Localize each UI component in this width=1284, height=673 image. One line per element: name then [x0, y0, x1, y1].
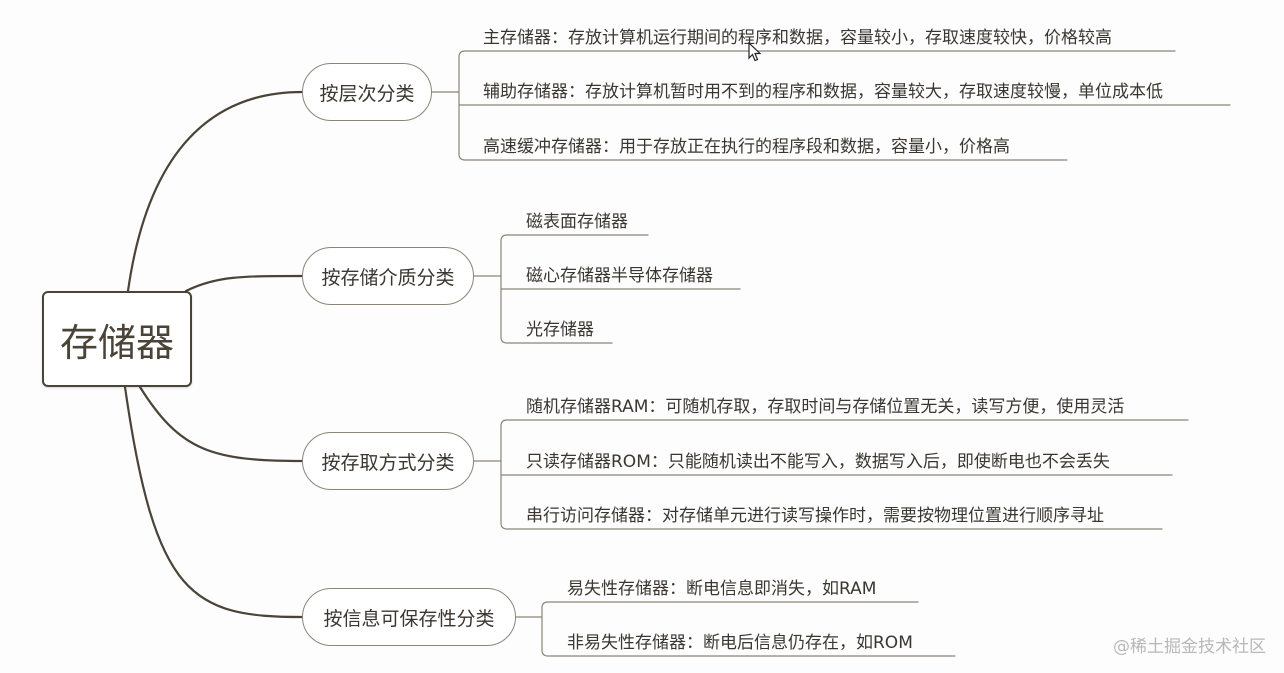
branch-node-1[interactable]: 按存储介质分类	[302, 247, 474, 305]
root-connector-3	[123, 385, 304, 619]
leaf-line-1-0	[500, 234, 649, 242]
leaf-line-0-0	[458, 50, 1176, 58]
branch-node-3[interactable]: 按信息可保存性分类	[302, 588, 516, 646]
leaf-node-2-1[interactable]: 只读存储器ROM：只能随机读出不能写入，数据写入后，即使断电也不会丢失	[526, 452, 1110, 472]
root-connector-0	[126, 90, 304, 293]
leaf-node-3-0[interactable]: 易失性存储器：断电信息即消失，如RAM	[567, 579, 877, 599]
leaf-line-0-2	[458, 153, 1068, 161]
leaf-line-1-2	[500, 336, 613, 344]
branch-node-2[interactable]: 按存取方式分类	[302, 432, 474, 490]
leaf-node-0-1[interactable]: 辅助存储器：存放计算机暂时用不到的程序和数据，容量较大，存取速度较慢，单位成本低	[483, 82, 1163, 102]
leaf-line-3-0	[541, 601, 919, 609]
leaf-line-2-0	[500, 419, 1189, 427]
leaf-node-1-0[interactable]: 磁表面存储器	[526, 212, 628, 232]
leaf-node-1-2[interactable]: 光存储器	[526, 320, 594, 340]
leaf-line-2-2	[500, 522, 1163, 530]
leaf-node-3-1[interactable]: 非易失性存储器：断电后信息仍存在，如ROM	[567, 633, 913, 653]
branch-node-0[interactable]: 按层次分类	[302, 63, 432, 121]
mouse-cursor-icon	[748, 42, 762, 62]
leaf-node-2-0[interactable]: 随机存储器RAM：可随机存取，存取时间与存储位置无关，读写方便，使用灵活	[526, 397, 1125, 417]
leaf-node-2-2[interactable]: 串行访问存储器：对存储单元进行读写操作时，需要按物理位置进行顺序寻址	[526, 506, 1104, 526]
root-connector-2	[138, 385, 304, 463]
leaf-line-3-1	[541, 649, 956, 657]
root-connector-1	[184, 274, 304, 293]
root-node[interactable]: 存储器	[42, 291, 192, 387]
leaf-node-0-2[interactable]: 高速缓冲存储器：用于存放正在执行的程序段和数据，容量小，价格高	[483, 137, 1010, 157]
leaf-node-0-0[interactable]: 主存储器：存放计算机运行期间的程序和数据，容量较小，存取速度较快，价格较高	[483, 28, 1112, 48]
leaf-node-1-1[interactable]: 磁心存储器半导体存储器	[526, 266, 713, 286]
watermark: @稀土掘金技术社区	[1113, 637, 1266, 657]
